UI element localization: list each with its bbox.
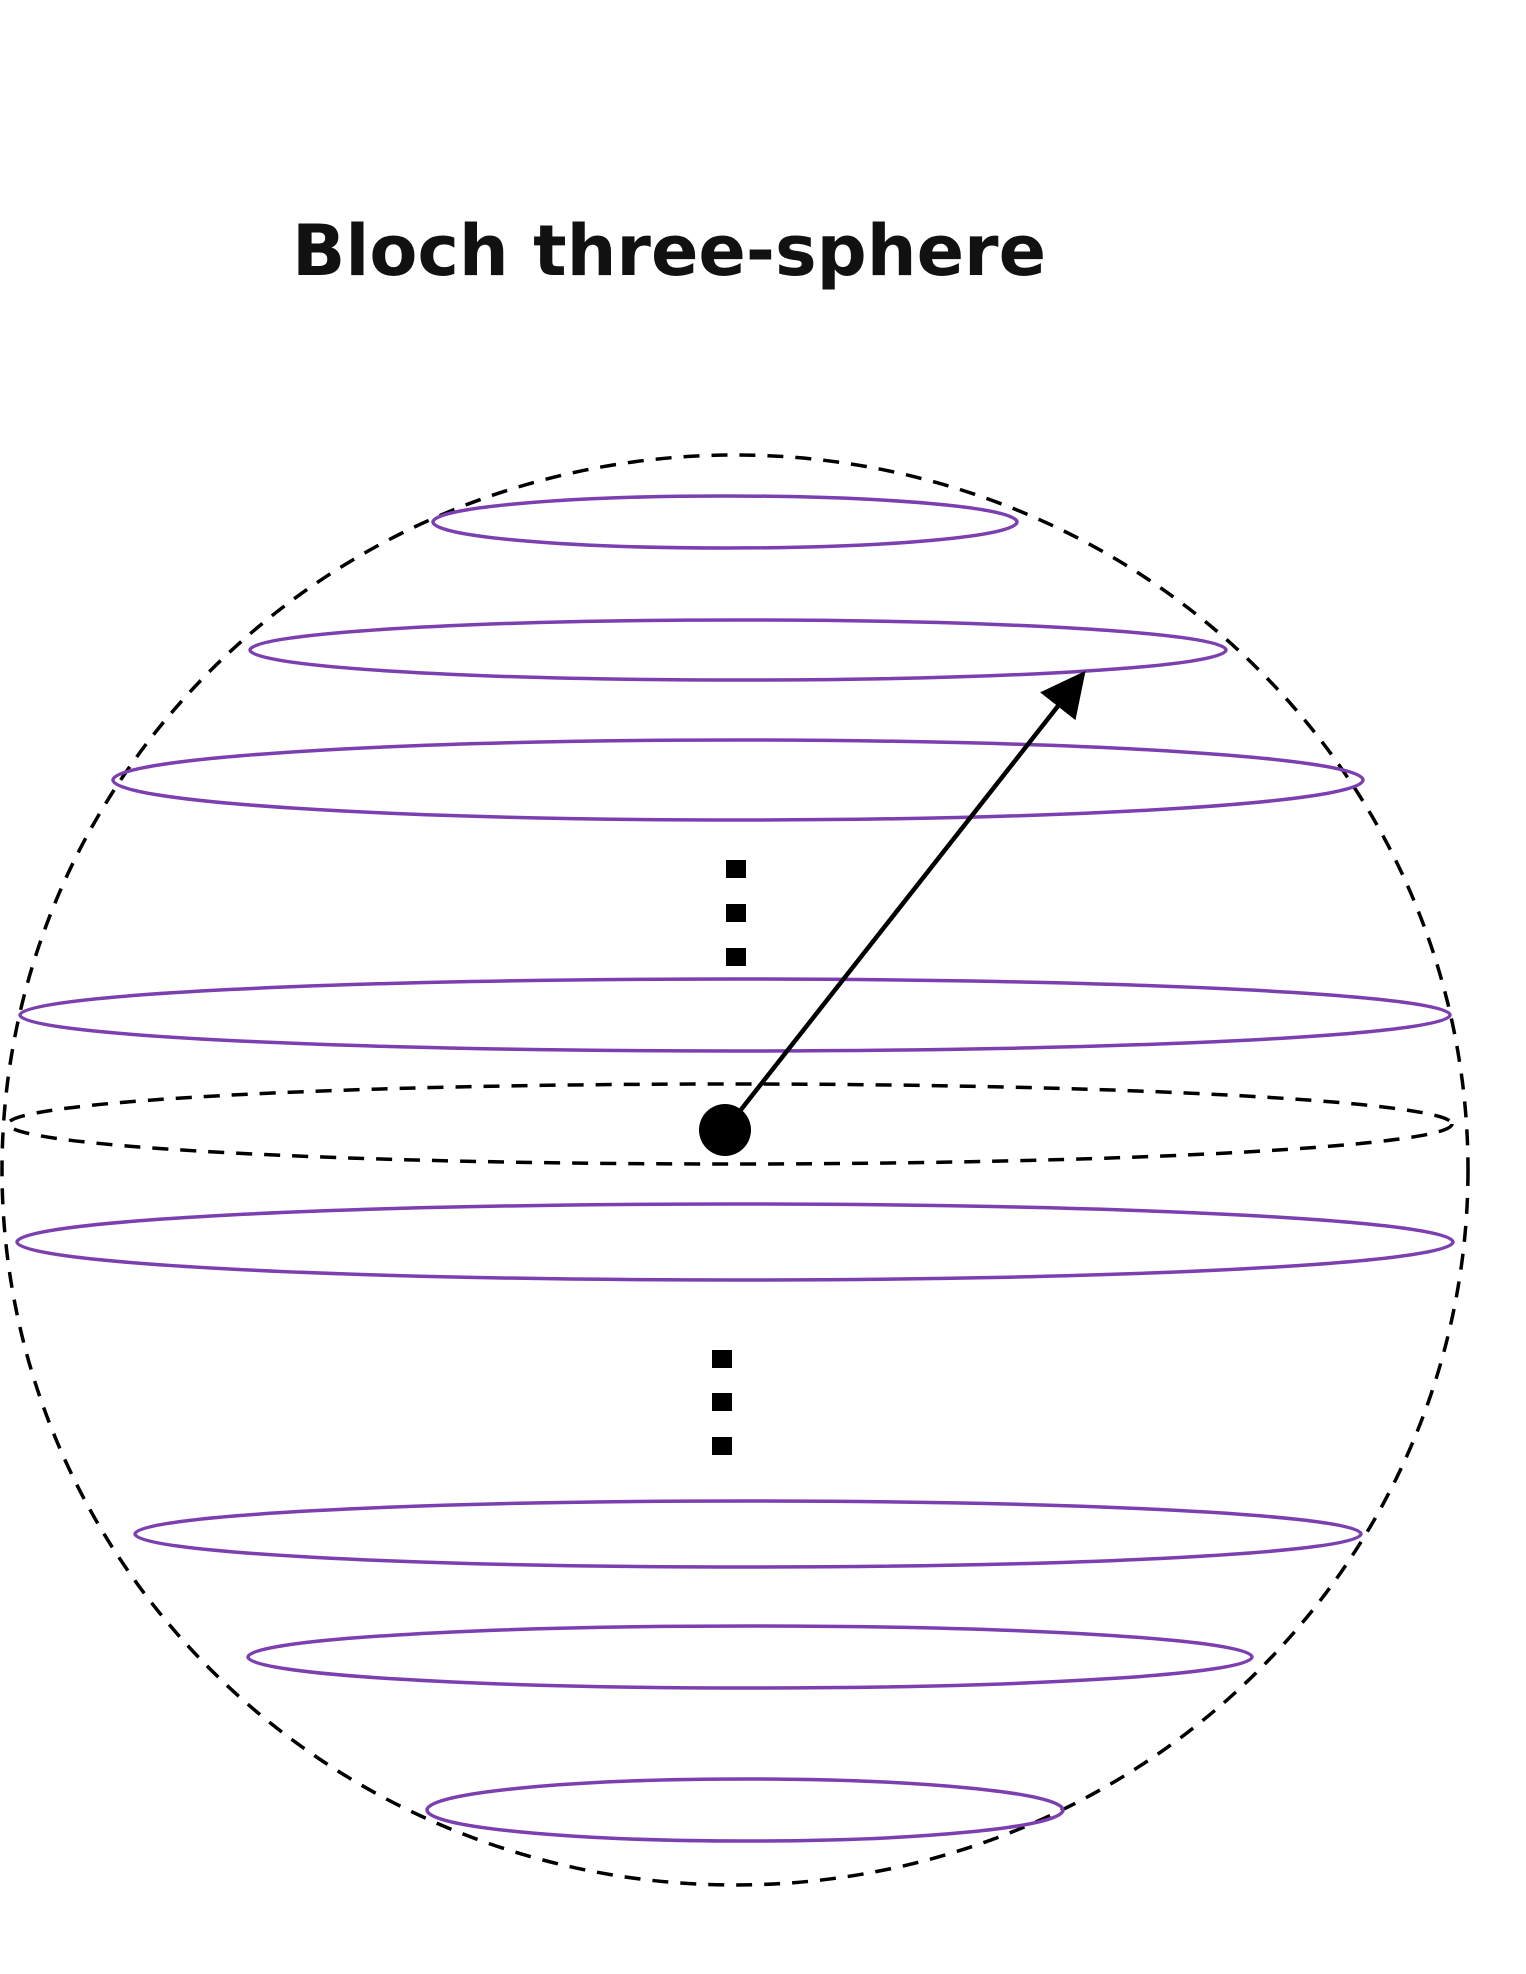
state-vector-arrow bbox=[723, 670, 1086, 1132]
latitude-circle bbox=[15, 1202, 1455, 1282]
sphere-outline bbox=[0, 453, 1470, 1887]
latitude-circle bbox=[246, 1624, 1254, 1690]
latitude-circle bbox=[133, 1499, 1363, 1569]
diagram-title: Bloch three-sphere bbox=[292, 210, 1047, 292]
latitude-circle bbox=[18, 977, 1452, 1053]
latitude-circle bbox=[111, 738, 1365, 822]
latitude-circle bbox=[248, 618, 1228, 682]
latitude-circle bbox=[431, 494, 1019, 550]
sphere-center-point bbox=[699, 1104, 751, 1156]
ellipsis-dots-lower bbox=[712, 1350, 732, 1455]
latitude-circle bbox=[425, 1777, 1065, 1843]
ellipsis-dots-upper bbox=[726, 860, 746, 966]
equator-outline bbox=[6, 1082, 1454, 1166]
